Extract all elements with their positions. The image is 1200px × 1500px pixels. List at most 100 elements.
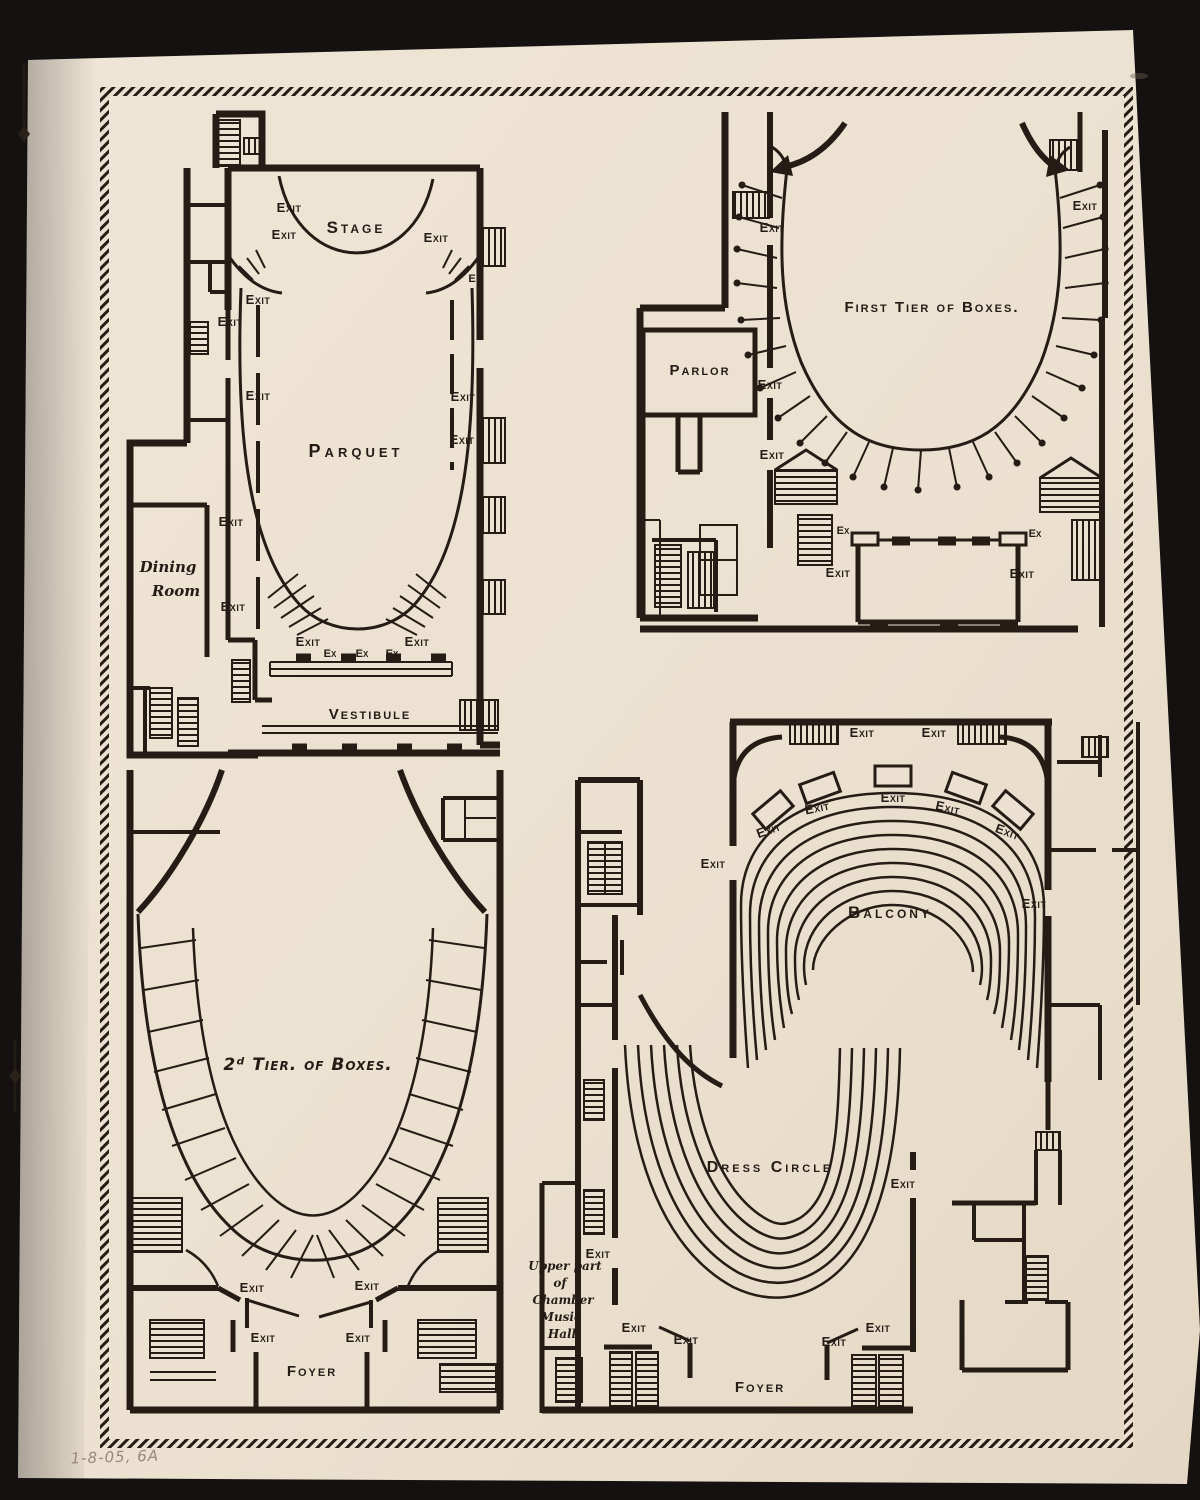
stair (687, 551, 715, 609)
stair (732, 191, 770, 219)
fire-escape-stair (481, 579, 506, 615)
exit-label: Ex (356, 648, 369, 660)
chamber-note: Hall (547, 1327, 577, 1341)
exit-label: Exit (246, 388, 271, 403)
outer-walls (636, 112, 1078, 633)
pencil-date-note: 1-8-05, 6A (70, 1446, 159, 1467)
exit-label: Exit (1022, 896, 1047, 911)
stair-cap (774, 448, 1103, 480)
exit-label: E (468, 273, 475, 285)
seat-row (649, 1044, 878, 1270)
stair-curves (185, 1248, 441, 1287)
page-sheet (9, 30, 1200, 1484)
spine-shadow (18, 58, 96, 1480)
stair (243, 137, 263, 155)
balcony-label: Balcony (848, 903, 932, 922)
corner-curves (730, 734, 1051, 789)
second-tier-title: 2ᵈ Tier. of Boxes. (223, 1055, 392, 1075)
vestibule-label: Vestibule (329, 706, 411, 723)
chamber-note: Chamber (532, 1293, 595, 1307)
stair (635, 1351, 659, 1407)
foyer-door-jambs (216, 1285, 400, 1410)
annex-partitions (972, 1150, 1068, 1304)
dining-room-label: Room (151, 582, 200, 600)
stair-lines (150, 1371, 216, 1381)
stair (609, 1351, 633, 1407)
parlor-label: Parlor (669, 362, 730, 379)
stair (149, 687, 173, 739)
dress-circle-label: Dress Circle (707, 1159, 834, 1176)
exit-label: Exit (1010, 566, 1035, 581)
seat-row (662, 1044, 866, 1255)
balcony-exit-box (943, 770, 989, 806)
chamber-note: Music (540, 1310, 582, 1324)
top-room-detail (464, 800, 496, 838)
exit-label: Exit (760, 220, 785, 235)
seat-row (739, 791, 1046, 1069)
vestibule-rail-lines (262, 661, 498, 734)
hatched-border (100, 87, 1133, 1448)
foyer-label: Foyer (735, 1379, 785, 1396)
stair (774, 469, 838, 505)
exit-label: Exit (826, 565, 851, 580)
seat-row (802, 889, 984, 986)
seat-row (775, 847, 1011, 1029)
exit-label: Exit (701, 856, 726, 871)
stair (878, 1354, 904, 1407)
stair (797, 514, 833, 566)
stair (1049, 139, 1081, 171)
box-dividers (140, 939, 485, 1279)
foyer-door-walls (604, 1343, 913, 1380)
stair (583, 1189, 605, 1235)
exit-label: Exit (451, 389, 476, 404)
stair (851, 1354, 877, 1407)
seat-row (766, 833, 1020, 1041)
exit-label: Exit (221, 599, 246, 614)
seat-row (757, 819, 1028, 1051)
foyer-label: Foyer (287, 1363, 337, 1380)
exit-label: Exit (424, 230, 449, 245)
exit-label: Exit (803, 798, 830, 818)
exit-label: Exit (760, 447, 785, 462)
fire-escape-stair (481, 227, 506, 267)
stair (231, 659, 251, 703)
entry-arrow (770, 155, 793, 176)
dress-circle-rows (623, 1044, 902, 1299)
exit-label: Exit (346, 1330, 371, 1345)
exit-label: Exit (881, 790, 906, 805)
stair (1039, 477, 1103, 513)
fire-escape-stair (481, 417, 506, 464)
binding-stitch (18, 126, 30, 142)
exit-label: Exit (355, 1278, 380, 1293)
stair (1081, 736, 1109, 758)
stair (1071, 519, 1101, 581)
exit-label: Exit (674, 1332, 699, 1347)
smudge (1130, 73, 1148, 79)
door-jambs (245, 1298, 373, 1328)
box-divider-posts (733, 181, 1109, 494)
stair (654, 544, 682, 608)
stair (459, 699, 499, 731)
balcony-seat-rows (739, 791, 1046, 1069)
stair (149, 1319, 205, 1359)
stage-apron-curve (277, 175, 435, 255)
boxes-inner-curve (191, 927, 435, 1217)
exit-label: Exit (272, 227, 297, 242)
stair (1025, 1255, 1049, 1301)
stair (789, 723, 839, 745)
chamber-wall (539, 993, 724, 1413)
door-leaf (850, 531, 880, 547)
outer-walls (126, 770, 504, 1414)
stair (177, 697, 199, 747)
door-tabs (292, 653, 462, 753)
parquet-rail-curve (238, 287, 475, 631)
stair (217, 119, 241, 167)
annex-walls (952, 1082, 1071, 1373)
tower-walls (575, 777, 643, 1413)
door-leaves (246, 1298, 372, 1319)
exit-label: Exit (251, 1330, 276, 1345)
stair (957, 723, 1007, 745)
proscenium-corner-curves (226, 254, 482, 295)
stair (555, 1357, 583, 1403)
